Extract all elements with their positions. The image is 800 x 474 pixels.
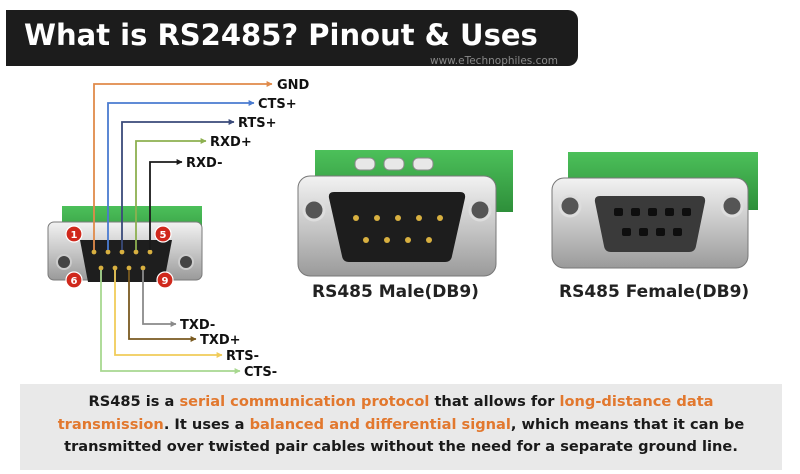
- label-rts-minus: RTS-: [226, 349, 259, 364]
- pin-badge-9: 9: [162, 276, 169, 287]
- female-screw-right: [720, 194, 744, 218]
- male-caption: RS485 Male(DB9): [312, 282, 479, 302]
- top-wires: [93, 81, 273, 250]
- label-rts-plus: RTS+: [238, 116, 277, 131]
- pin-badge-5: 5: [160, 230, 167, 241]
- male-face: [328, 192, 466, 262]
- pin-number-badges: 1 5 6 9: [65, 225, 174, 289]
- description-text: RS485 is a serial communication protocol…: [20, 384, 782, 459]
- label-rxd-minus: RXD-: [186, 156, 222, 171]
- desc-part-3: . It uses a: [163, 415, 250, 433]
- desc-highlight-1: serial communication protocol: [179, 393, 430, 410]
- screw-left: [56, 254, 72, 270]
- female-caption: RS485 Female(DB9): [559, 282, 750, 302]
- desc-highlight-2: long-distance data transmission: [57, 393, 714, 433]
- male-pins: [353, 215, 443, 243]
- bottom-pin-labels: TXD- TXD+ RTS- CTS-: [180, 318, 277, 380]
- female-db9-connector: [551, 152, 758, 269]
- bottom-wires: [100, 270, 241, 374]
- top-pin-labels: GND CTS+ RTS+ RXD+ RXD-: [186, 78, 310, 171]
- watermark: www.eTechnophiles.com: [430, 55, 559, 67]
- desc-part-1: RS485 is a: [88, 393, 180, 410]
- desc-part-2: that allows for: [429, 393, 560, 410]
- small-db9-connector: [47, 206, 203, 282]
- female-sockets: [614, 208, 691, 236]
- pin-badge-1: 1: [71, 230, 78, 241]
- label-txd-plus: TXD+: [200, 333, 241, 348]
- desc-part-4: , which means that it can be transmitted…: [64, 415, 745, 456]
- label-rxd-plus: RXD+: [210, 135, 252, 150]
- label-gnd: GND: [277, 78, 310, 93]
- page-title: What is RS2485? Pinout & Uses: [24, 18, 538, 52]
- female-face: [594, 196, 706, 252]
- male-screw-right: [468, 198, 492, 222]
- label-txd-minus: TXD-: [180, 318, 215, 333]
- male-screw-left: [302, 198, 326, 222]
- desc-highlight-3: balanced and differential signal: [249, 415, 511, 433]
- female-screw-left: [558, 194, 582, 218]
- connector-pins: [91, 249, 153, 271]
- title-banner: What is RS2485? Pinout & Uses: [6, 10, 578, 66]
- label-cts-plus: CTS+: [258, 97, 297, 112]
- male-db9-connector: [297, 150, 513, 277]
- screw-right: [178, 254, 194, 270]
- description-box: RS485 is a serial communication protocol…: [20, 384, 782, 470]
- pin-badge-6: 6: [71, 276, 78, 287]
- label-cts-minus: CTS-: [244, 365, 277, 380]
